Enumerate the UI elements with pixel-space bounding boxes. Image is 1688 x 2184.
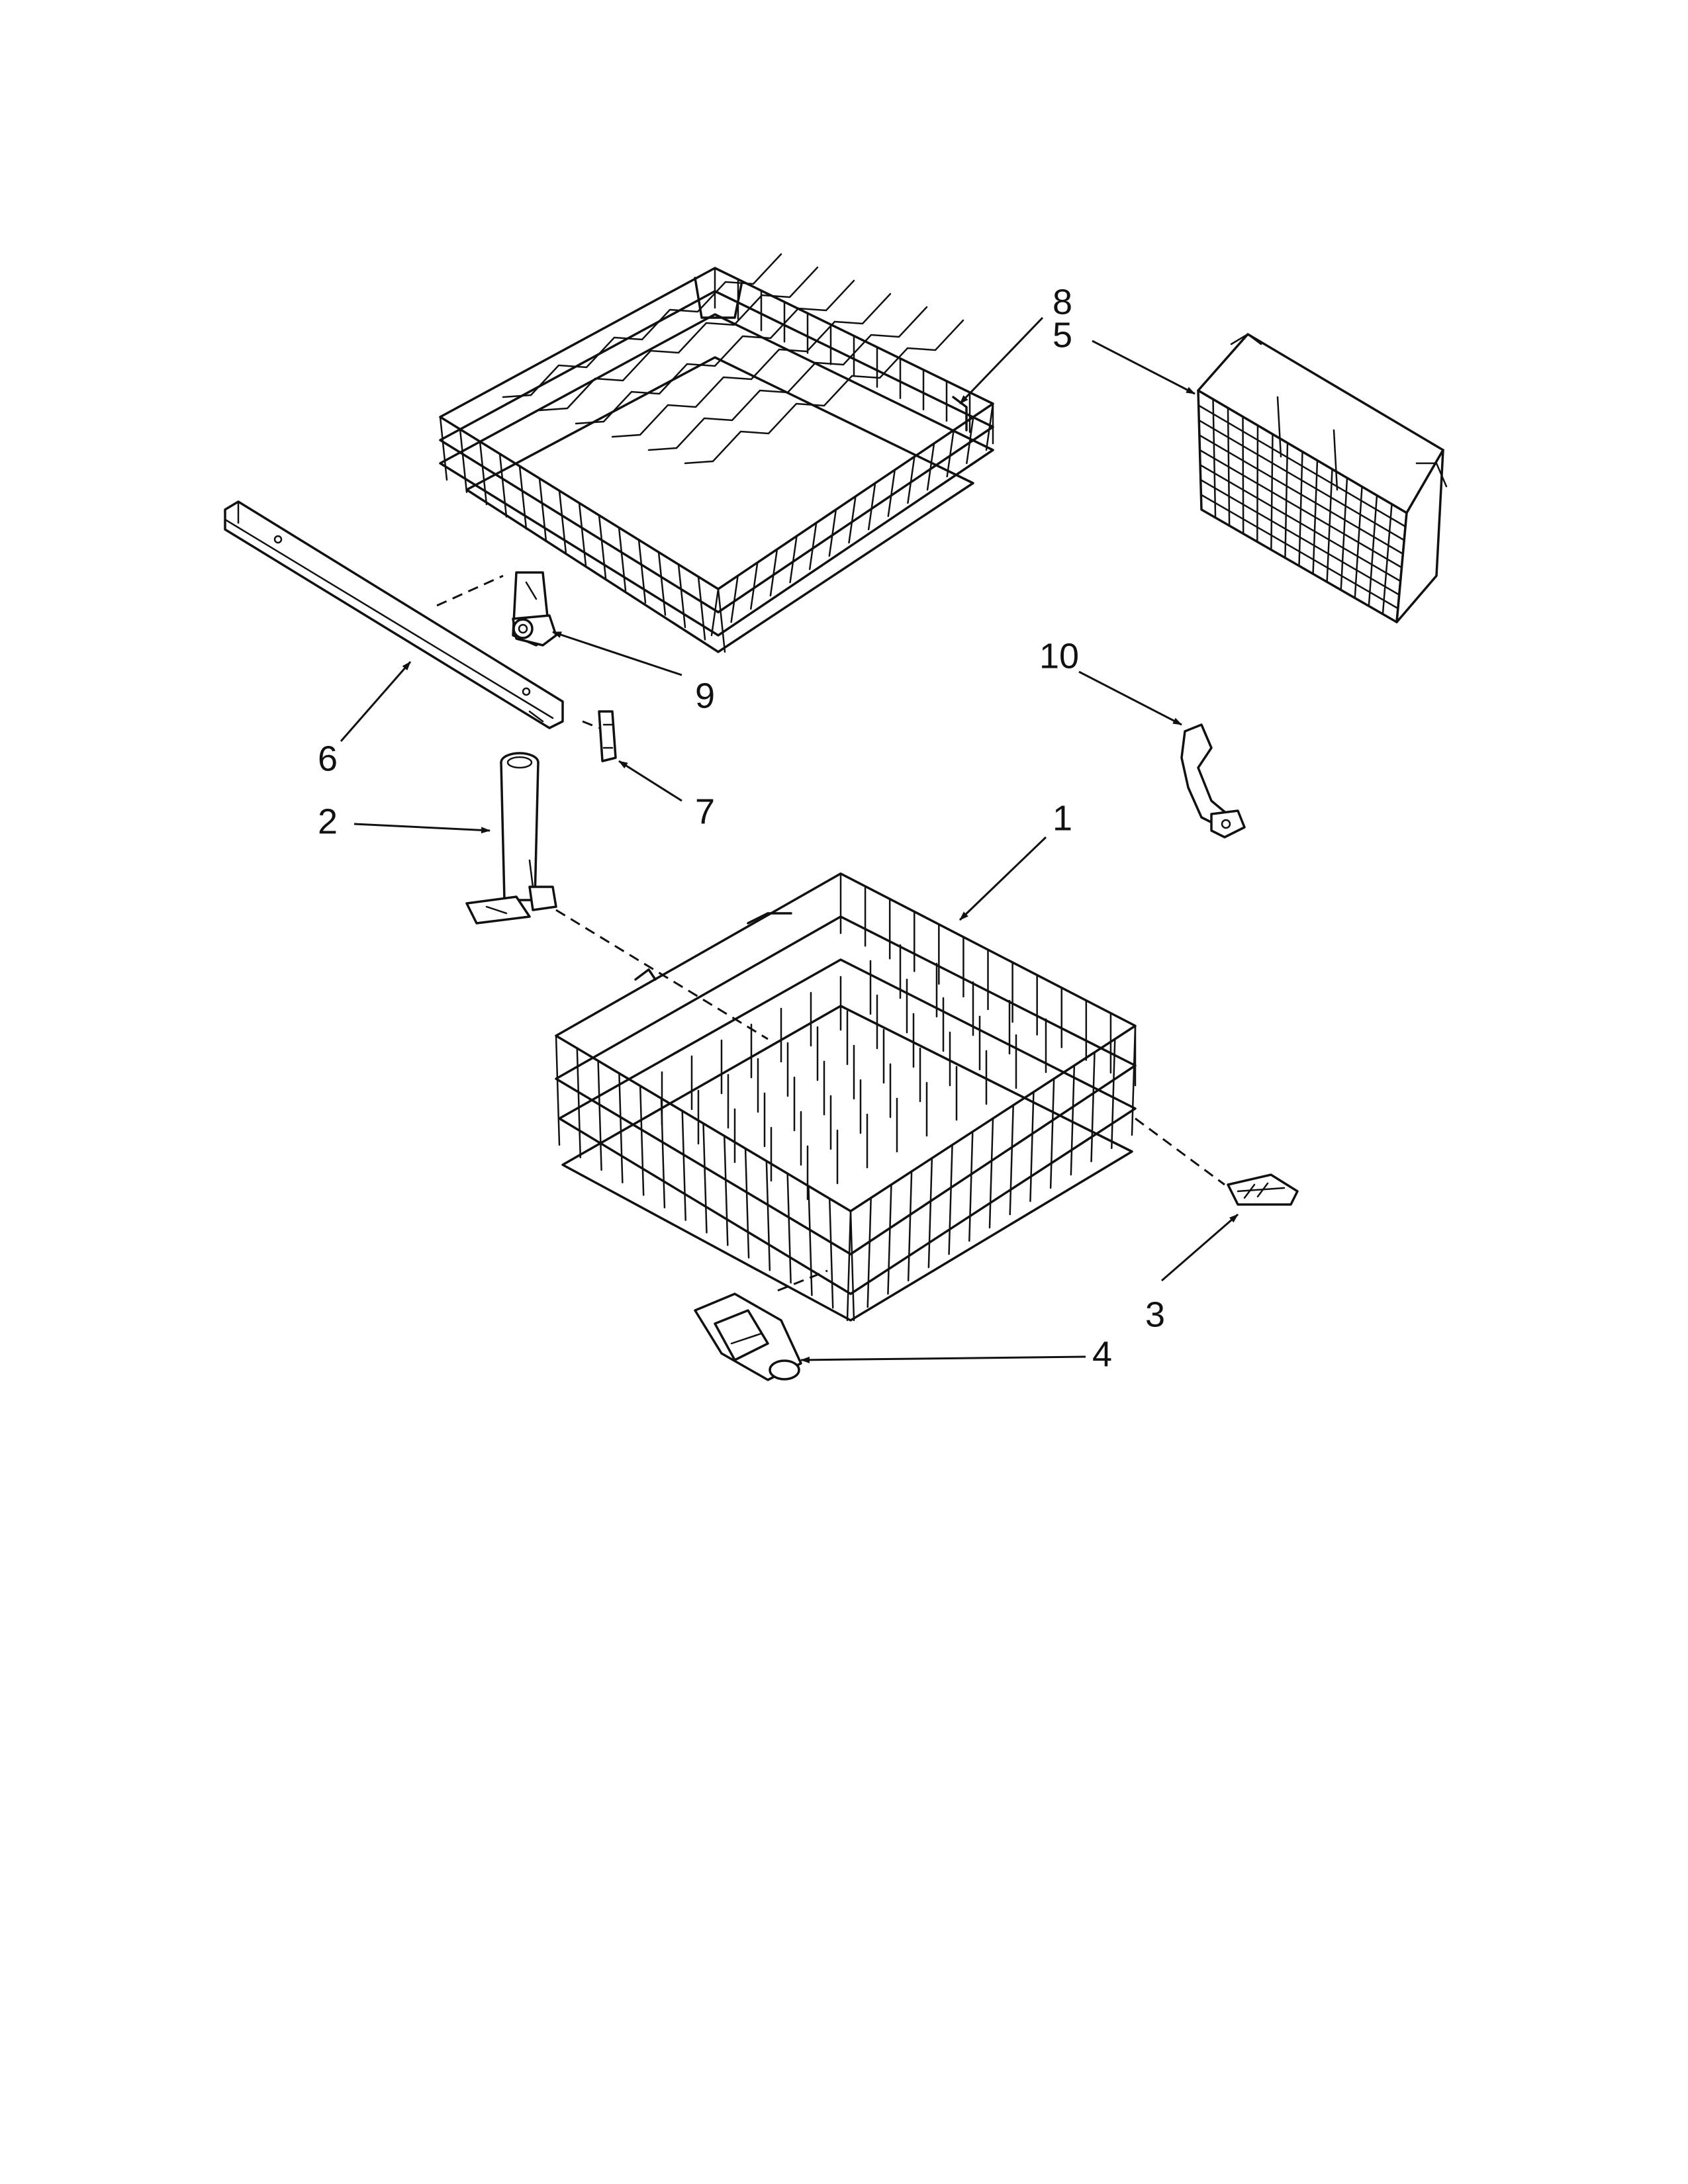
assembly-lines <box>436 574 1225 1292</box>
rail-end-cap-part-7 <box>598 710 617 762</box>
callout-7: 7 <box>695 792 715 831</box>
callout-3: 3 <box>1145 1295 1165 1334</box>
callout-2: 2 <box>318 801 338 841</box>
rack-wheel-clip-part-3 <box>1227 1173 1299 1206</box>
callout-1: 1 <box>1053 798 1072 838</box>
rack-roller-part-4 <box>694 1293 802 1381</box>
callout-8: 8 <box>1053 282 1072 322</box>
callout-4: 4 <box>1092 1334 1112 1374</box>
callout-6: 6 <box>318 739 338 778</box>
leaders <box>340 316 1239 1363</box>
callout-5: 5 <box>1053 315 1072 355</box>
rack-stop-part-2 <box>465 752 557 925</box>
hook-part-10 <box>1180 723 1246 839</box>
rack-adjuster-part-9 <box>512 571 557 647</box>
upper-rack-part-8 <box>439 253 994 653</box>
callout-9: 9 <box>695 676 715 715</box>
lower-rack-part-1 <box>555 872 1137 1322</box>
rack-rail-part-6 <box>224 500 564 729</box>
callout-labels: 8 5 9 6 7 2 1 10 3 4 <box>318 282 1165 1374</box>
silverware-basket-part-5 <box>1197 333 1448 623</box>
callout-10: 10 <box>1039 636 1079 676</box>
